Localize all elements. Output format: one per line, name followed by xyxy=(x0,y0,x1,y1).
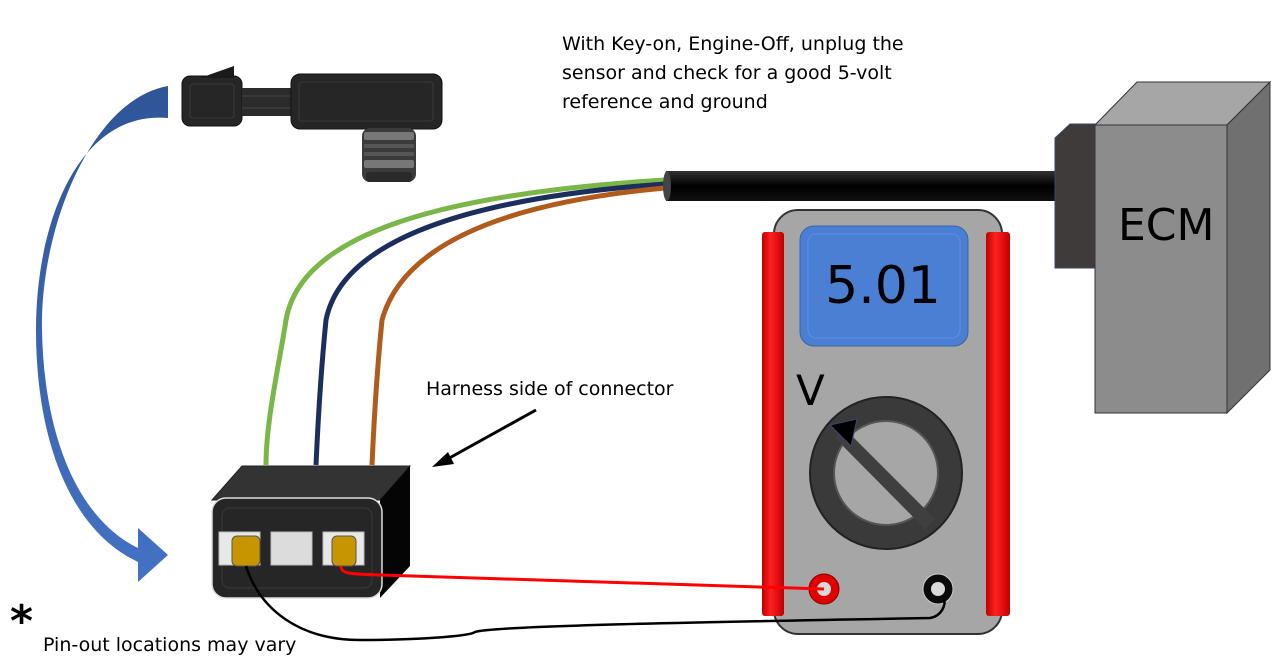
ecm-label: ECM xyxy=(1118,200,1215,251)
meter-display xyxy=(799,225,969,347)
pin-2 xyxy=(270,531,313,566)
selector-dial[interactable] xyxy=(809,396,963,550)
harness-side-label: Harness side of connector xyxy=(426,378,674,400)
sensor xyxy=(181,66,443,182)
meter-mode-label: V xyxy=(796,366,825,415)
pin-1 xyxy=(218,531,261,567)
note-asterisk: * xyxy=(10,596,34,647)
harness-cable xyxy=(663,171,1060,201)
unplug-arrow xyxy=(36,86,168,582)
harness-connector xyxy=(210,465,412,599)
red-probe-lead xyxy=(339,565,825,591)
green-wire xyxy=(263,177,666,466)
harness-pointer-arrow xyxy=(432,408,537,467)
blue-wire xyxy=(313,181,666,466)
instruction-text: With Key-on, Engine-Off, unplug the sens… xyxy=(562,33,904,113)
orange-wire xyxy=(369,185,666,466)
multimeter xyxy=(762,209,1010,635)
meter-reading: 5.01 xyxy=(825,256,941,316)
com-input-jack[interactable] xyxy=(922,573,954,605)
pin-3 xyxy=(322,531,365,567)
black-probe-lead xyxy=(244,565,946,642)
ecm-module xyxy=(1054,80,1272,415)
pinout-note: Pin-out locations may vary xyxy=(43,634,297,656)
harness-wires xyxy=(263,177,666,466)
